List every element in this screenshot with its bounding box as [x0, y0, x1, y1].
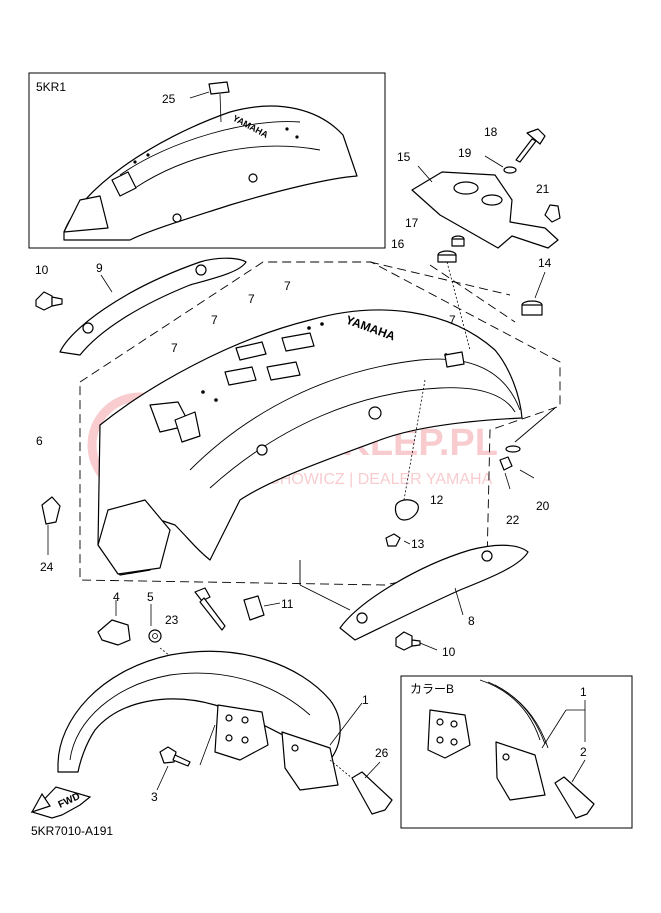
callout-1-inset: 1 [580, 685, 587, 699]
callout-25: 25 [162, 92, 176, 106]
callout-21: 21 [536, 182, 550, 196]
callout-19: 19 [458, 146, 472, 160]
inset-color-b: カラーB [400, 675, 633, 829]
callout-15: 15 [397, 150, 411, 164]
callout-10-bottom: 10 [442, 645, 456, 659]
callout-9: 9 [96, 261, 103, 275]
front-fender [57, 650, 363, 791]
callout-7-c: 7 [211, 313, 218, 327]
callout-6: 6 [36, 434, 43, 448]
callout-14: 14 [538, 256, 552, 270]
callout-1: 1 [362, 693, 369, 707]
callout-22: 22 [506, 513, 520, 527]
diagram-code: 5KR7010-A191 [31, 824, 113, 838]
callout-3: 3 [151, 790, 158, 804]
callout-12: 12 [430, 493, 444, 507]
inset-5kr1-code: 5KR1 [36, 80, 66, 94]
inset-5kr1: 5KR1 YAMAHA [28, 72, 386, 249]
callout-7-a: 7 [284, 279, 291, 293]
callout-7-d: 7 [171, 341, 178, 355]
callout-26: 26 [375, 746, 389, 760]
callout-20: 20 [536, 499, 550, 513]
callout-10-top: 10 [35, 263, 49, 277]
callout-24: 24 [40, 560, 54, 574]
inset-color-b-code: カラーB [410, 682, 454, 696]
callout-13: 13 [411, 537, 425, 551]
callout-16: 16 [391, 237, 405, 251]
callouts: 25 18 19 15 21 17 16 14 10 9 7 7 7 7 7 6… [35, 92, 587, 804]
callout-4: 4 [113, 590, 120, 604]
callout-23: 23 [165, 613, 179, 627]
callout-18: 18 [484, 125, 498, 139]
callout-7-e: 7 [449, 313, 456, 327]
fwd-badge: FWD [30, 786, 92, 819]
callout-8: 8 [468, 614, 475, 628]
rear-fender-assembly: YAMAHA [97, 309, 523, 576]
callout-7-b: 7 [248, 292, 255, 306]
callout-2: 2 [580, 745, 587, 759]
callout-5: 5 [147, 590, 154, 604]
callout-11: 11 [281, 597, 294, 611]
callout-17: 17 [405, 216, 419, 230]
